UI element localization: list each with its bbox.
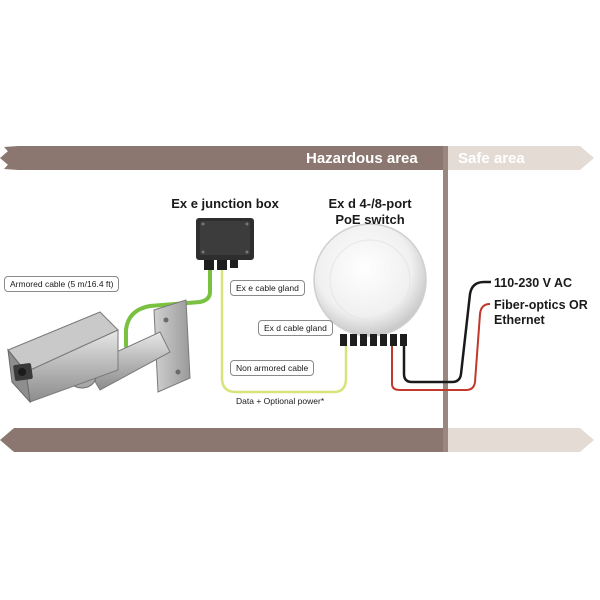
top-band-hazardous-arrow <box>0 146 14 170</box>
safe-area-label: Safe area <box>458 150 525 167</box>
hazardous-area-label: Hazardous area <box>306 150 418 167</box>
junction-box <box>196 218 254 270</box>
switch-gland-3 <box>360 334 367 346</box>
junction-gland-2 <box>217 260 227 270</box>
switch-gland-2 <box>350 334 357 346</box>
switch-gland-6 <box>390 334 397 346</box>
poe-switch <box>313 223 427 346</box>
junction-box-lid <box>200 221 250 255</box>
ex-e-gland-callout: Ex e cable gland <box>230 280 305 296</box>
poe-switch-title-line1: Ex d 4-/8-port <box>328 196 412 211</box>
switch-gland-5 <box>380 334 387 346</box>
fiber-ethernet-label: Fiber-optics OR Ethernet <box>494 298 588 328</box>
poe-switch-title: Ex d 4-/8-port PoE switch <box>310 196 430 228</box>
top-band-hazardous <box>4 146 445 170</box>
fiber-cable-line <box>391 303 491 391</box>
poe-switch-dome <box>313 223 427 337</box>
camera-wall-plate <box>153 299 191 393</box>
ac-power-label: 110-230 V AC <box>494 276 573 290</box>
switch-gland-1 <box>340 334 347 346</box>
data-power-note: Data + Optional power* <box>236 396 325 406</box>
bottom-band-hazardous <box>0 428 445 452</box>
ac-power-cable-line <box>402 280 491 384</box>
poe-switch-title-line2: PoE switch <box>335 212 405 227</box>
zone-divider <box>443 146 448 452</box>
camera-bracket-arm <box>85 331 171 391</box>
fiber-ethernet-line1: Fiber-optics OR <box>494 298 588 312</box>
top-band-safe <box>445 146 594 170</box>
camera-icon <box>7 299 191 404</box>
zone-bands <box>0 146 594 452</box>
bottom-band-safe <box>445 428 594 452</box>
ex-d-gland-callout: Ex d cable gland <box>258 320 333 336</box>
junction-gland-3 <box>230 260 238 268</box>
junction-box-title: Ex e junction box <box>171 196 279 211</box>
non-armored-cable-line <box>220 270 348 394</box>
non-armored-callout: Non armored cable <box>230 360 315 376</box>
switch-gland-4 <box>370 334 377 346</box>
junction-gland-1 <box>204 260 214 270</box>
fiber-ethernet-line2: Ethernet <box>494 313 545 327</box>
switch-gland-7 <box>400 334 407 346</box>
armored-cable-callout: Armored cable (5 m/16.4 ft) <box>4 276 120 292</box>
